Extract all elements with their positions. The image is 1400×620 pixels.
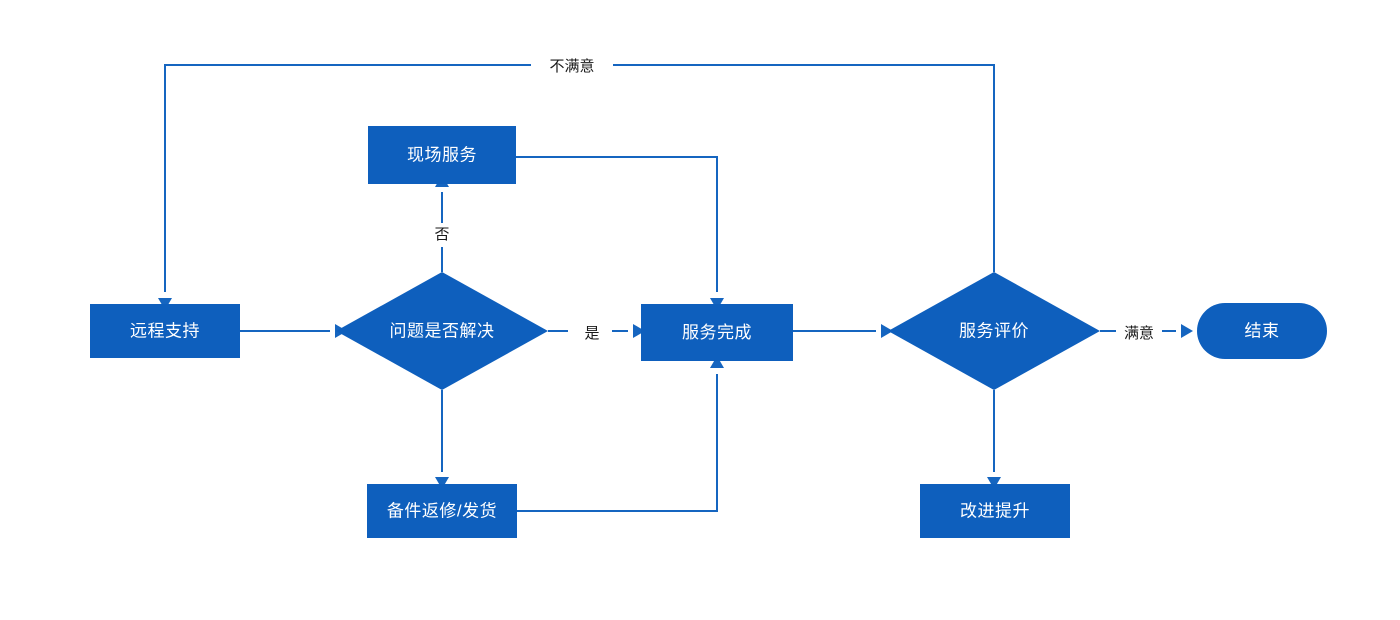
connector-remote-to-decision bbox=[240, 324, 347, 338]
node-service-evaluation[interactable]: 服务评价 bbox=[888, 272, 1100, 390]
connector-label-decision-no-to-onsite: 否 bbox=[430, 223, 454, 247]
label-backdrop bbox=[430, 223, 454, 247]
connector-decision-yes-to-complete bbox=[548, 324, 645, 338]
node-end[interactable]: 结束 bbox=[1197, 303, 1327, 359]
node-improvement[interactable]: 改进提升 bbox=[920, 484, 1070, 538]
node-spare-parts[interactable]: 备件返修/发货 bbox=[367, 484, 517, 538]
connector-label-text: 满意 bbox=[1124, 324, 1154, 342]
node-label: 服务评价 bbox=[959, 321, 1029, 340]
connector-line bbox=[164, 64, 531, 292]
connector-spare-parts-to-complete bbox=[517, 356, 724, 512]
connector-label-decision-yes-to-complete: 是 bbox=[580, 322, 604, 346]
connector-label-text: 是 bbox=[584, 325, 599, 342]
connector-label-text: 不满意 bbox=[549, 57, 594, 75]
arrowhead-icon bbox=[435, 477, 449, 489]
connector-label-evaluation-satisfied-to-end: 满意 bbox=[1119, 322, 1159, 346]
arrowhead-icon bbox=[987, 477, 1001, 489]
node-shape-rect bbox=[90, 304, 240, 358]
node-shape-diamond bbox=[888, 272, 1100, 390]
connector-evaluation-satisfied-to-end bbox=[1100, 324, 1193, 338]
node-label: 备件返修/发货 bbox=[387, 501, 497, 520]
node-label: 远程支持 bbox=[130, 321, 200, 340]
connector-line bbox=[517, 374, 718, 512]
arrowhead-icon bbox=[710, 356, 724, 368]
connector-onsite-to-complete bbox=[516, 156, 724, 310]
connector-label-evaluation-dissatisfied-to-remote: 不满意 bbox=[544, 55, 600, 79]
node-shape-diamond bbox=[336, 272, 548, 390]
connector-line bbox=[613, 64, 995, 272]
node-service-complete[interactable]: 服务完成 bbox=[641, 304, 793, 361]
connector-label-text: 否 bbox=[434, 226, 449, 243]
node-shape-rect bbox=[367, 484, 517, 538]
connector-line bbox=[516, 156, 718, 292]
label-backdrop bbox=[580, 322, 604, 346]
node-shape-rect bbox=[641, 304, 793, 361]
node-label: 现场服务 bbox=[407, 145, 477, 164]
node-shape-rect bbox=[920, 484, 1070, 538]
connector-evaluation-to-improvement bbox=[987, 390, 1001, 489]
arrowhead-icon bbox=[1181, 324, 1193, 338]
node-label: 问题是否解决 bbox=[390, 321, 495, 340]
node-remote-support[interactable]: 远程支持 bbox=[90, 304, 240, 358]
connector-decision-to-spare-parts bbox=[435, 390, 449, 489]
node-label: 改进提升 bbox=[960, 501, 1030, 520]
node-onsite-service[interactable]: 现场服务 bbox=[368, 126, 516, 184]
connector-evaluation-dissatisfied-to-remote bbox=[158, 64, 995, 310]
arrowhead-icon bbox=[881, 324, 893, 338]
label-backdrop bbox=[1119, 322, 1159, 346]
connector-complete-to-evaluation bbox=[793, 324, 893, 338]
node-shape-rect bbox=[368, 126, 516, 184]
connectors-layer bbox=[158, 64, 1193, 512]
node-shape-rounded bbox=[1197, 303, 1327, 359]
connector-labels-layer: 否是 满意 不满意 bbox=[430, 55, 1159, 346]
node-problem-resolved[interactable]: 问题是否解决 bbox=[336, 272, 548, 390]
label-backdrop bbox=[544, 55, 600, 79]
arrowhead-icon bbox=[633, 324, 645, 338]
node-label: 服务完成 bbox=[682, 323, 752, 342]
node-label: 结束 bbox=[1245, 321, 1280, 340]
